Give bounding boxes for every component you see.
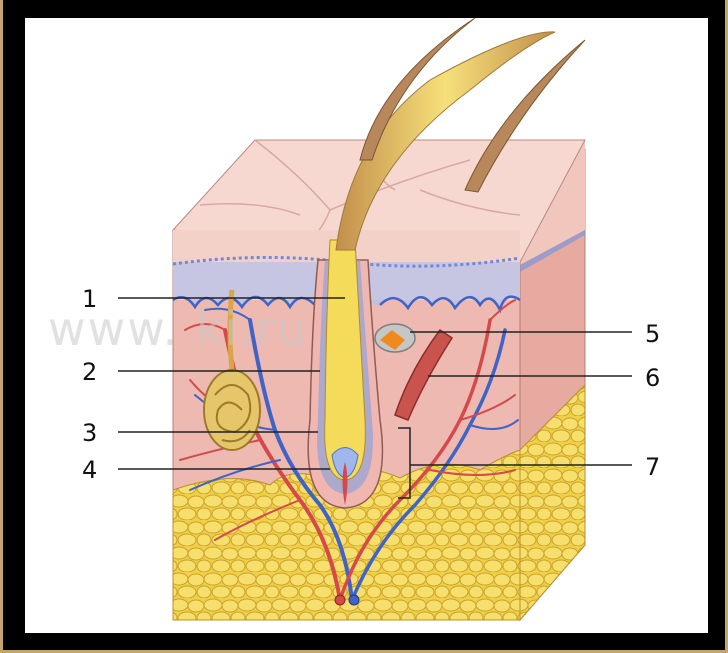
label-5: 5 (645, 320, 660, 348)
label-6: 6 (645, 364, 660, 392)
label-2: 2 (82, 358, 97, 386)
label-3: 3 (82, 419, 97, 447)
label-4: 4 (82, 456, 97, 484)
label-1: 1 (82, 285, 97, 313)
label-7: 7 (645, 453, 660, 481)
sebaceous-gland (375, 324, 415, 352)
